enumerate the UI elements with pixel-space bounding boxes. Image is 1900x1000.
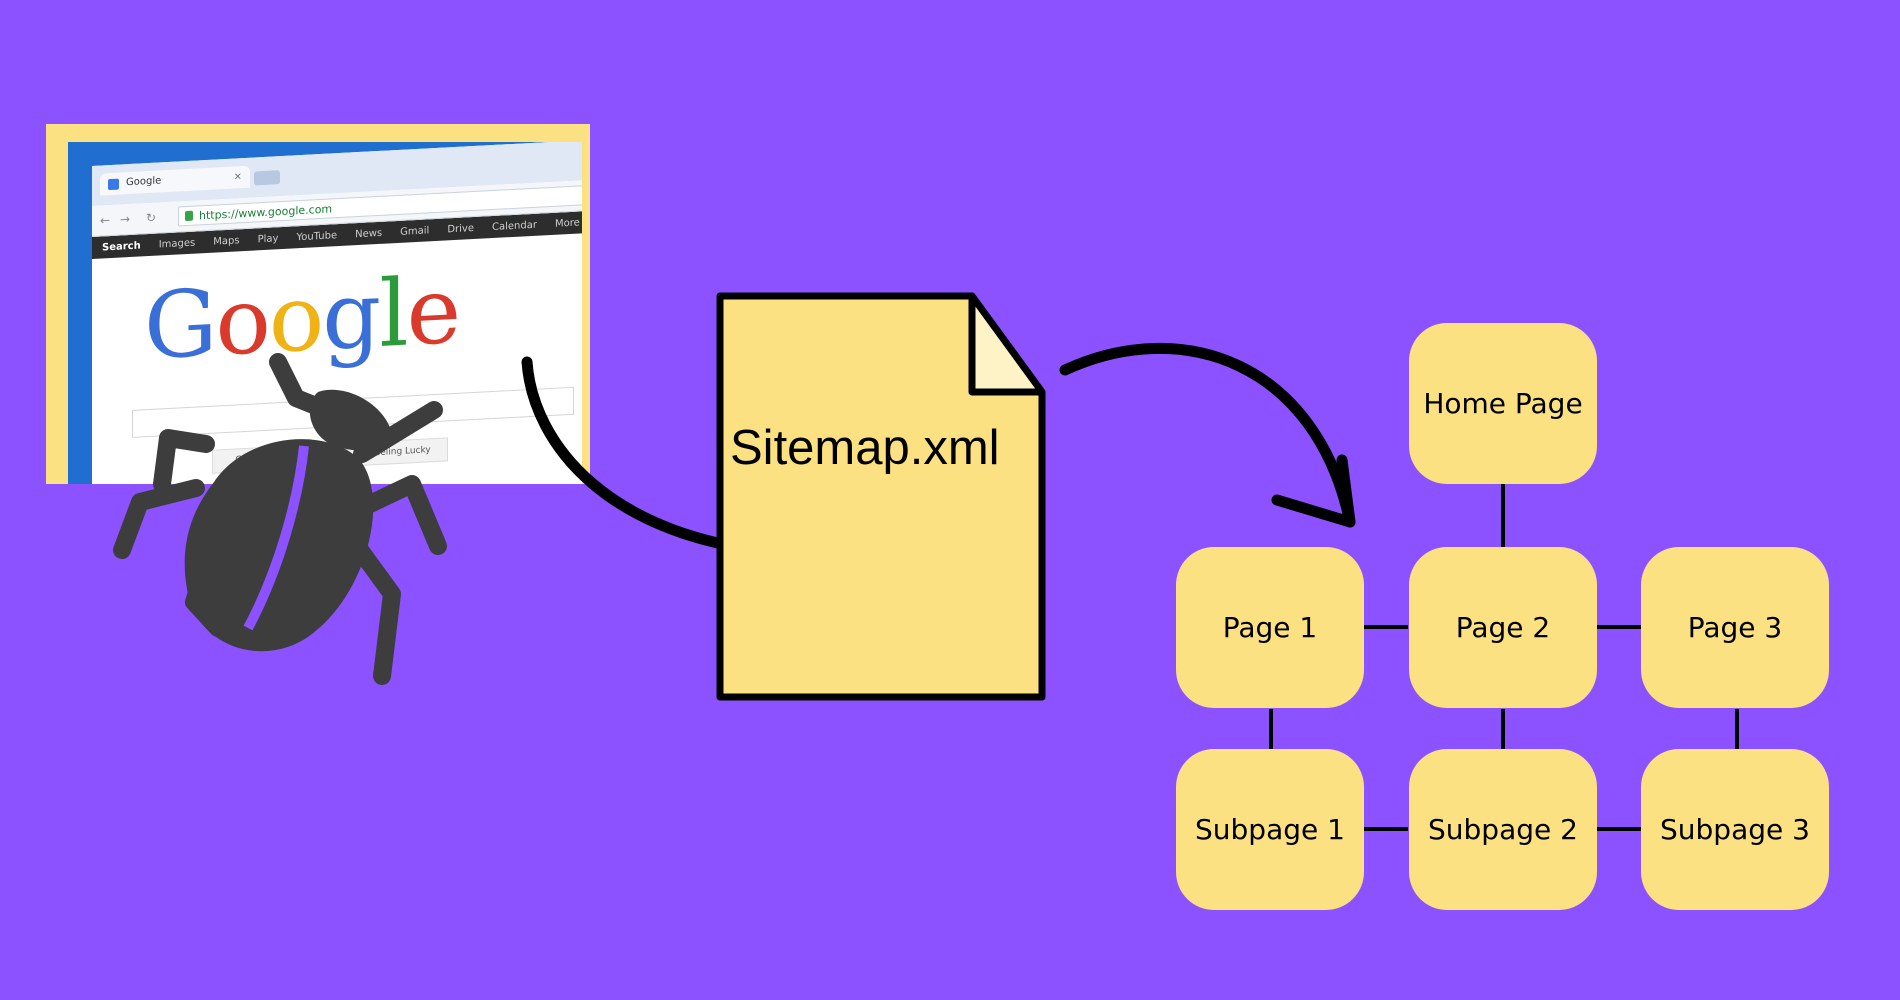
bug-icon — [113, 353, 447, 685]
connector-page3-subpage3 — [1735, 709, 1739, 749]
arrow-to-tree-icon — [1059, 343, 1356, 528]
page-fold-icon — [968, 292, 1046, 396]
connector-page1-subpage1 — [1269, 709, 1273, 749]
node-subpage-2: Subpage 2 — [1409, 749, 1597, 910]
node-home-page: Home Page — [1409, 323, 1597, 484]
arrow-to-tree-head-icon — [1271, 454, 1356, 528]
node-page-1: Page 1 — [1176, 547, 1364, 708]
connector-page1-page2 — [1364, 625, 1408, 629]
browser-screenshot: Google × ← → ↻ https://www.google.com Se… — [46, 124, 590, 484]
sitemap-document-icon — [716, 292, 1046, 701]
connector-subpage2-subpage3 — [1597, 827, 1641, 831]
node-subpage-1: Subpage 1 — [1176, 749, 1364, 910]
bug-antenna-icon — [269, 353, 325, 415]
bug-head-icon — [309, 389, 393, 451]
connector-home-page2 — [1501, 484, 1505, 548]
node-page-3: Page 3 — [1641, 547, 1829, 708]
connector-page2-page3 — [1597, 625, 1641, 629]
node-subpage-3: Subpage 3 — [1641, 749, 1829, 910]
sitemap-file-label: Sitemap.xml — [730, 421, 1000, 475]
node-page-2: Page 2 — [1409, 547, 1597, 708]
connector-subpage1-subpage2 — [1364, 827, 1408, 831]
connector-page2-subpage2 — [1501, 709, 1505, 749]
